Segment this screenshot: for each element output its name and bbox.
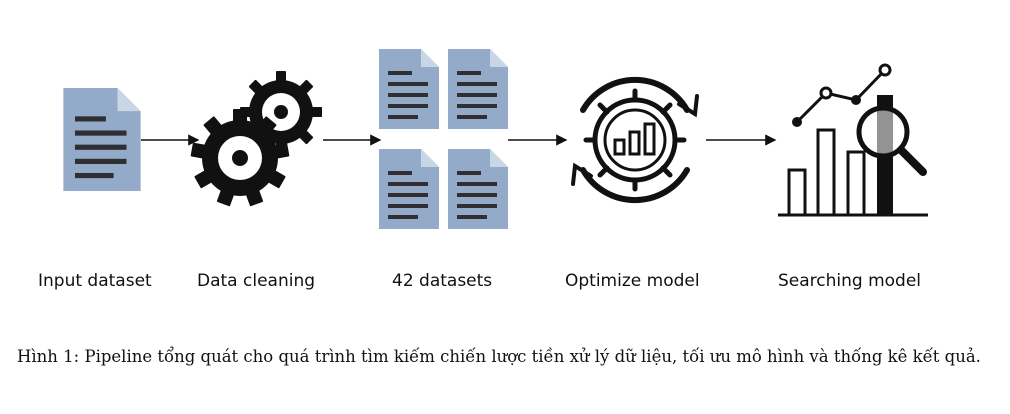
documents-grid-icon (379, 49, 508, 229)
gears-icon (190, 71, 322, 207)
optimize-gear-chart-icon (571, 76, 699, 204)
step-label-optimize-model: Optimize model (565, 271, 700, 291)
step-label-input-dataset: Input dataset (38, 271, 152, 291)
pipeline-diagram (63, 49, 928, 229)
step-label-42-datasets: 42 datasets (392, 271, 493, 291)
figure-caption: Hình 1: Pipeline tổng quát cho quá trình… (17, 347, 981, 366)
document-icon (63, 88, 141, 191)
step-label-data-cleaning: Data cleaning (197, 271, 316, 291)
search-chart-icon (778, 63, 928, 217)
step-label-searching-model: Searching model (778, 271, 922, 291)
